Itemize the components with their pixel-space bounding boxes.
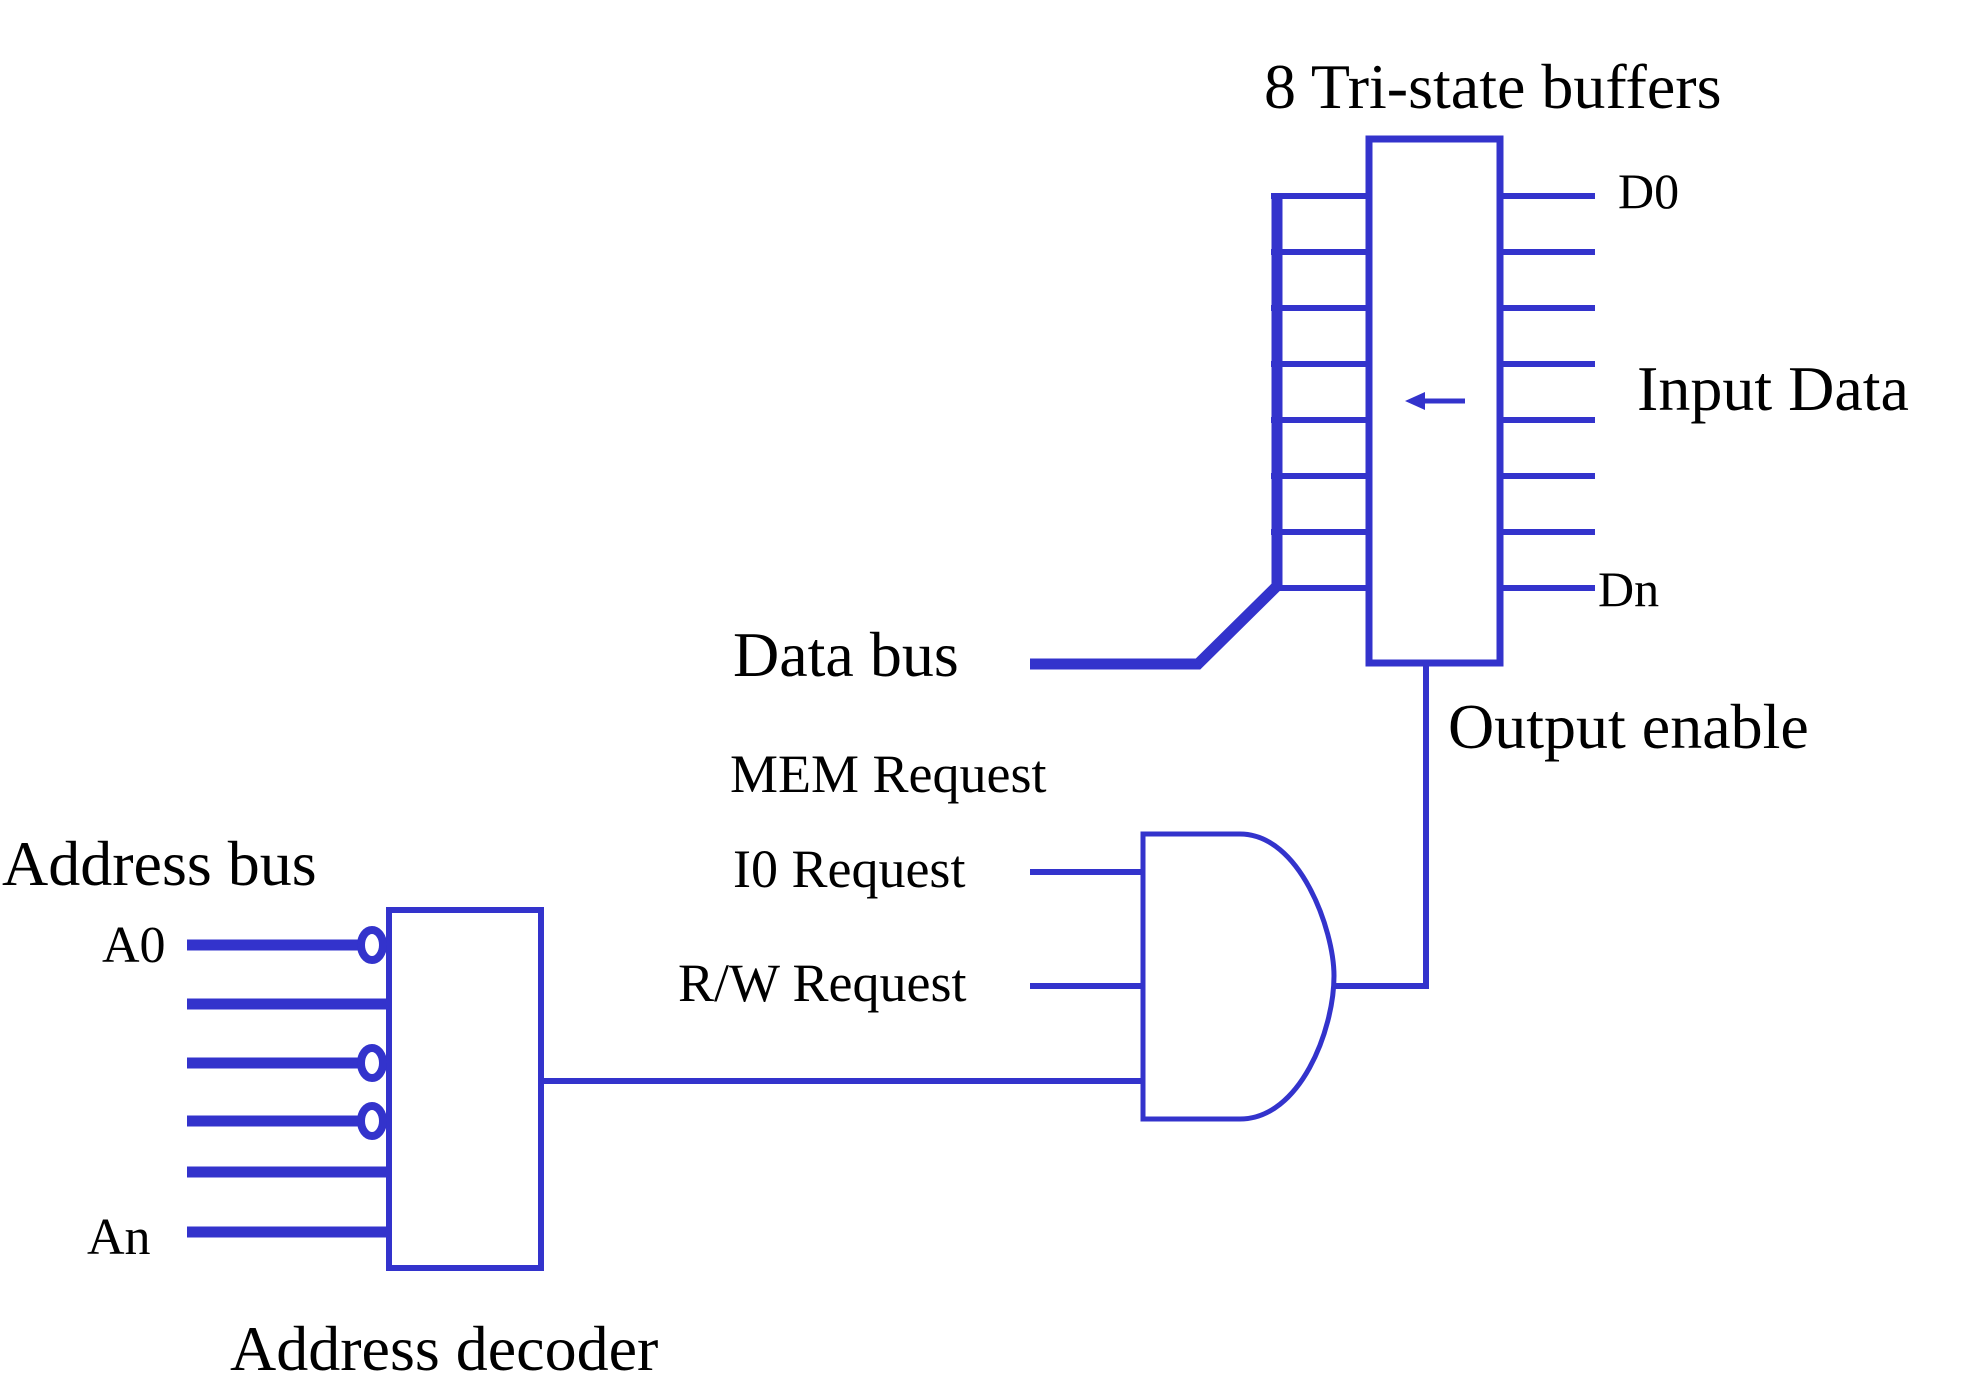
data-bus-label: Data bus <box>733 619 959 690</box>
data-bus-line <box>1030 582 1281 670</box>
data-bus-pins <box>1271 193 1369 591</box>
inversion-bubble-icon <box>357 1044 387 1082</box>
mem-request-label: MEM Request <box>730 744 1047 804</box>
an-label: An <box>87 1209 151 1266</box>
address-decoder-label: Address decoder <box>230 1313 658 1374</box>
address-decoder-block <box>386 907 544 1271</box>
dn-label: Dn <box>1598 561 1659 617</box>
and-gate <box>1140 831 1337 1122</box>
tristate-label: 8 Tri-state buffers <box>1264 51 1721 122</box>
direction-arrow-icon <box>1405 392 1465 410</box>
a0-label: A0 <box>102 917 166 974</box>
d0-label: D0 <box>1618 163 1679 219</box>
input-data-pins <box>1500 193 1595 591</box>
address-lines <box>187 926 389 1238</box>
rw-request-label: R/W Request <box>678 953 966 1013</box>
output-enable-line <box>1334 663 1429 989</box>
inversion-bubble-icon <box>357 1102 387 1140</box>
input-data-label: Input Data <box>1637 353 1909 424</box>
address-bus-label: Address bus <box>2 828 317 899</box>
inversion-bubble-icon <box>357 926 387 964</box>
io-request-label: I0 Request <box>733 839 965 899</box>
output-enable-label: Output enable <box>1448 691 1809 762</box>
tristate-buffer-block <box>1365 135 1504 667</box>
